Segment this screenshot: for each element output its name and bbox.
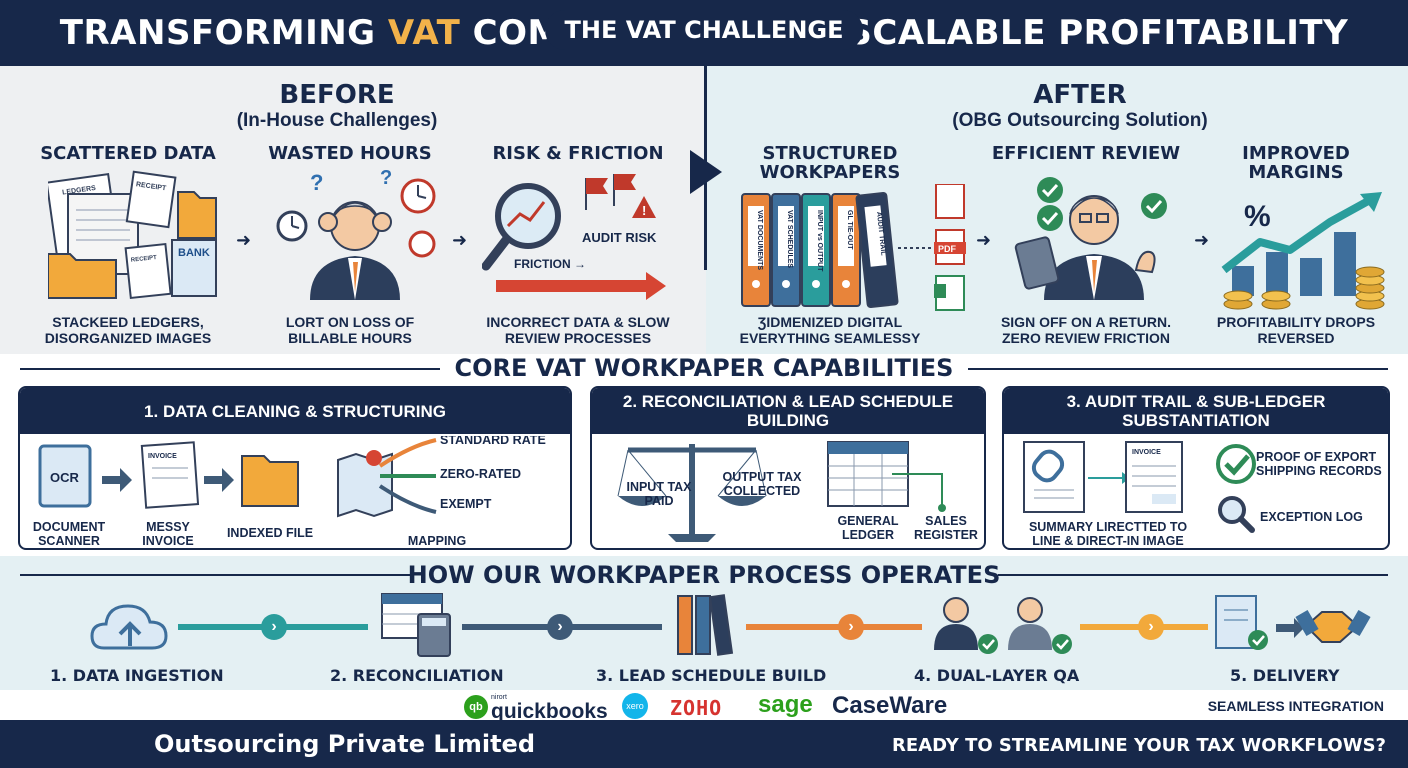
item-label: EXCEPTION LOG <box>1260 510 1363 524</box>
footer-banner: Outsourcing Private Limited READY TO STR… <box>0 720 1408 768</box>
item-label: DOCUMENT SCANNER <box>32 520 106 548</box>
transition-arrow-icon <box>690 150 722 194</box>
svg-text:BANK: BANK <box>178 247 210 259</box>
flow-arrow-icon: ➜ <box>452 230 468 250</box>
sage-logo: sage <box>758 691 813 718</box>
step-wasted-hours: WASTED HOURS ? ? LORT ON LOSS OF BILLABL… <box>250 66 450 354</box>
step-efficient-review: EFFICIENT REVIEW SIGN OFF ON A RETURN. Z… <box>991 143 1181 346</box>
call-to-action[interactable]: READY TO STREAMLINE YOUR TAX WORKFLOWS? <box>892 735 1386 756</box>
reviewers-icon <box>934 597 1072 654</box>
svg-text:?: ? <box>310 170 323 195</box>
reconciliation-illustration <box>617 441 946 542</box>
item-label: MAPPING <box>407 534 467 548</box>
step-improved-margins: IMPROVED MARGINS % PROFITABILITY DROPS R… <box>1196 66 1396 354</box>
process-step-5: 5. DELIVERY <box>1230 666 1340 685</box>
step-scattered-data: SCATTERED DATA LEDGERS RECEIPT RECEIPT B… <box>28 66 228 354</box>
section-rule <box>20 574 410 576</box>
process-connector <box>746 624 922 630</box>
step-risk-friction: RISK & FRICTION ! AUDIT RISK FRICTION → … <box>478 66 678 354</box>
after-heading: AFTER (OBG Outsourcing Solution) <box>952 80 1208 131</box>
process-step-1: 1. DATA INGESTION <box>50 666 224 685</box>
process-node-1: › <box>261 614 287 640</box>
audit-trail-illustration: INVOICE <box>1023 441 1256 533</box>
card-title: 3. AUDIT TRAIL & SUB-LEDGER SUBSTANTIATI… <box>1004 388 1388 434</box>
growth-chart-icon: % <box>1221 192 1385 310</box>
item-label: OUTPUT TAX COLLECTED <box>722 470 802 498</box>
process-node-4: › <box>1138 614 1164 640</box>
integration-label: SEAMLESS INTEGRATION <box>1207 698 1384 714</box>
zoho-logo: ZOHO <box>670 696 723 720</box>
magnifier-risk-icon: ! AUDIT RISK FRICTION → <box>482 174 666 300</box>
item-label: INDEXED FILE <box>226 526 314 540</box>
item-label: INPUT TAX PAID <box>626 480 692 508</box>
item-label: MESSY INVOICE <box>142 520 194 548</box>
delivery-handshake-icon <box>1215 595 1371 650</box>
item-label: GENERAL LEDGER <box>837 514 899 542</box>
quickbooks-logo: qb nirort quickbooks <box>464 693 608 722</box>
capability-card-data-cleaning: 1. DATA CLEANING & STRUCTURING OCR INVOI… <box>18 386 572 550</box>
section-rule <box>968 368 1388 370</box>
item-label: SALES REGISTER <box>914 514 978 542</box>
svg-text:PDF: PDF <box>938 244 957 254</box>
scattered-documents-icon: LEDGERS RECEIPT RECEIPT BANK <box>48 170 217 300</box>
card-title: 1. DATA CLEANING & STRUCTURING <box>20 388 570 434</box>
svg-text:VAT SCHEDULES: VAT SCHEDULES <box>786 210 793 268</box>
svg-text:VAT DOCUMENTS: VAT DOCUMENTS <box>756 210 763 270</box>
integration-logos: qb nirort quickbooks xero ZOHO sage Case… <box>0 690 1408 722</box>
vat-challenge-pill: THE VAT CHALLENGE <box>545 10 863 50</box>
process-icons <box>90 593 1371 657</box>
svg-text:LEDGERS: LEDGERS <box>62 185 97 197</box>
svg-text:!: ! <box>642 203 646 218</box>
company-name: Outsourcing Private Limited <box>154 730 536 758</box>
process-title: HOW OUR WORKPAPER PROCESS OPERATES <box>407 561 1001 589</box>
capabilities-title: CORE VAT WORKPAPER CAPABILITIES <box>454 354 954 382</box>
capability-card-audit-trail: 3. AUDIT TRAIL & SUB-LEDGER SUBSTANTIATI… <box>1002 386 1390 550</box>
item-label: SUMMARY LIRECTTED TO LINE & DIRECT-IN IM… <box>1028 520 1188 548</box>
reviewer-approval-icon <box>1014 177 1167 300</box>
section-rule <box>998 574 1388 576</box>
before-heading: BEFORE (In-House Challenges) <box>236 80 438 131</box>
step-structured-workpapers: STRUCTURED WORKPAPERS VAT DOCUMENTS VAT … <box>730 66 966 354</box>
process-step-4: 4. DUAL-LAYER QA <box>914 666 1080 685</box>
process-step-2: 2. RECONCILIATION <box>330 666 504 685</box>
svg-text:AUDIT RISK: AUDIT RISK <box>582 230 657 245</box>
svg-text:RECEIPT: RECEIPT <box>136 181 168 192</box>
cloud-upload-icon <box>90 604 168 650</box>
process-node-2: › <box>547 614 573 640</box>
flow-arrow-icon: ➜ <box>1194 230 1210 250</box>
section-rule <box>20 368 440 370</box>
svg-text:FRICTION →: FRICTION → <box>514 257 586 271</box>
workpaper-binders-icon: VAT DOCUMENTS VAT SCHEDULES INPUT vs OUT… <box>741 184 966 311</box>
flow-arrow-icon: ➜ <box>976 230 992 250</box>
svg-text:INVOICE: INVOICE <box>148 453 177 460</box>
svg-text:EXEMPT: EXEMPT <box>440 497 492 511</box>
process-node-3: › <box>838 614 864 640</box>
process-step-3: 3. LEAD SCHEDULE BUILD <box>596 666 827 685</box>
xero-logo: xero <box>622 693 648 719</box>
stressed-person-icon: ? ? <box>276 170 436 300</box>
svg-text:INVOICE: INVOICE <box>1132 449 1161 456</box>
capability-card-reconciliation: 2. RECONCILIATION & LEAD SCHEDULE BUILDI… <box>590 386 986 550</box>
caseware-logo: CaseWare <box>832 692 948 719</box>
svg-text:GL TIE-OUT: GL TIE-OUT <box>846 210 853 250</box>
svg-text:ZERO-RATED: ZERO-RATED <box>440 467 521 481</box>
item-label: PROOF OF EXPORT SHIPPING RECORDS <box>1256 450 1382 478</box>
spreadsheet-calculator-icon <box>381 593 451 657</box>
flow-arrow-icon: ➜ <box>236 230 252 250</box>
svg-text:?: ? <box>380 170 392 189</box>
quickbooks-icon: qb <box>464 695 488 719</box>
binders-icon <box>677 594 734 656</box>
svg-text:STANDARD RATE: STANDARD RATE <box>440 436 546 447</box>
svg-text:%: % <box>1244 200 1271 233</box>
svg-text:AUDIT TRAIL: AUDIT TRAIL <box>875 211 887 256</box>
card-title: 2. RECONCILIATION & LEAD SCHEDULE BUILDI… <box>592 388 984 434</box>
svg-text:INPUT vs OUTPUT: INPUT vs OUTPUT <box>816 210 823 272</box>
svg-text:RECEIPT: RECEIPT <box>131 255 158 264</box>
svg-text:OCR: OCR <box>50 470 80 485</box>
data-cleaning-illustration: OCR INVOICE STANDARD RATE ZERO-RATED EXE… <box>38 436 546 518</box>
